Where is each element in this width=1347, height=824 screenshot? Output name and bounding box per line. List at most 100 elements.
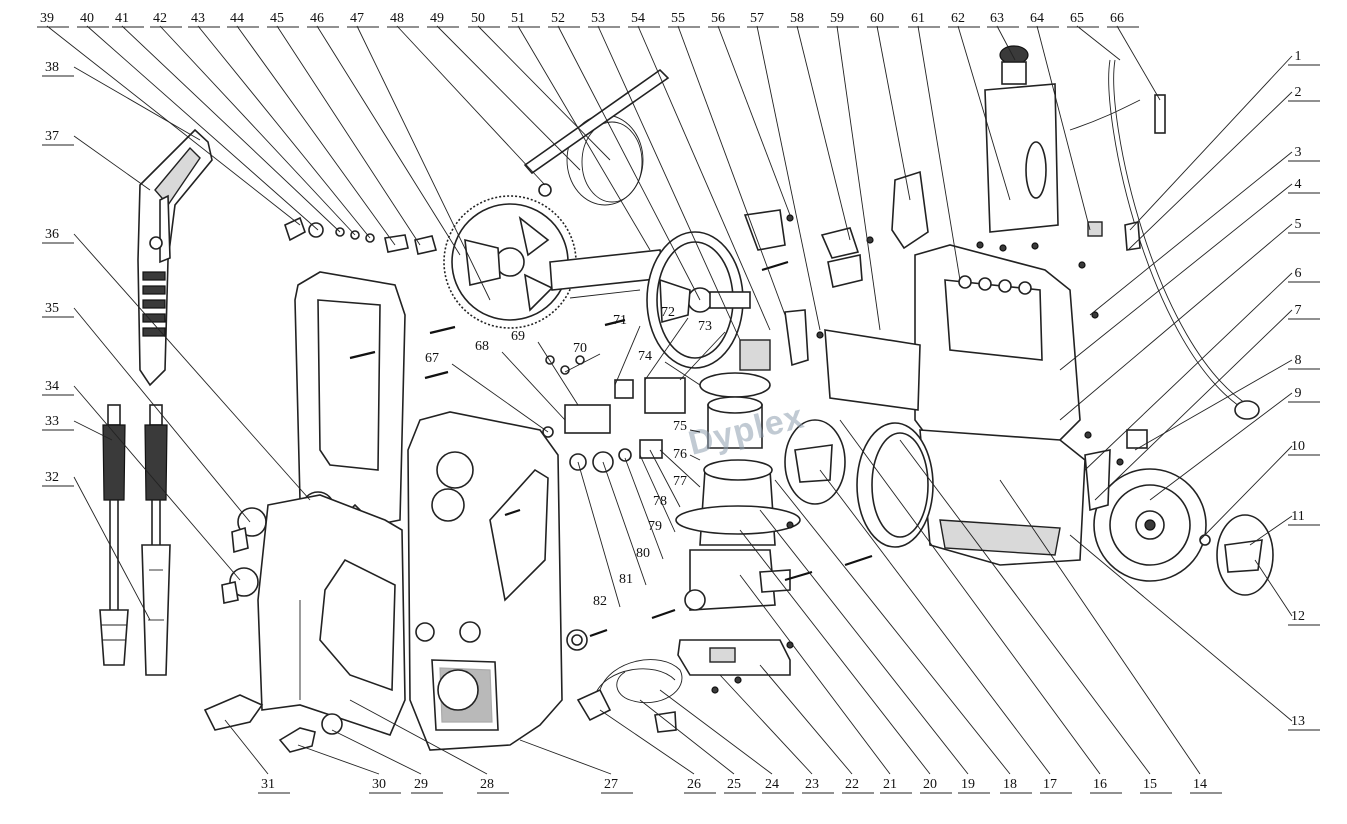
leader-80 — [624, 457, 664, 560]
callout-74: 74 — [638, 349, 652, 364]
callout-32: 32 — [45, 470, 59, 485]
callout-62: 62 — [951, 11, 965, 26]
leader-21 — [739, 574, 891, 775]
leader-71 — [614, 325, 641, 386]
leader-46 — [316, 25, 461, 256]
assembly-dashes — [349, 260, 873, 638]
inlet-seal — [566, 629, 588, 651]
callout-48: 48 — [390, 11, 404, 26]
callout-60: 60 — [870, 11, 884, 26]
reel-brackets — [739, 209, 863, 371]
leader-48 — [396, 25, 546, 186]
clip-and-adapter — [203, 694, 343, 753]
leader-47 — [356, 25, 491, 301]
leader-68 — [501, 351, 566, 421]
callout-33: 33 — [45, 414, 59, 429]
callout-28: 28 — [480, 777, 494, 792]
callout-36: 36 — [45, 227, 59, 242]
callout-24: 24 — [765, 777, 779, 792]
callout-27: 27 — [604, 777, 618, 792]
lance-right — [141, 404, 171, 676]
leader-5 — [1059, 223, 1293, 421]
leader-1 — [1129, 55, 1293, 231]
callout-7: 7 — [1295, 303, 1302, 318]
callout-23: 23 — [805, 777, 819, 792]
leader-67 — [451, 363, 549, 433]
callout-21: 21 — [883, 777, 897, 792]
callout-11: 11 — [1291, 509, 1304, 524]
leader-34 — [73, 385, 241, 581]
callout-63: 63 — [990, 11, 1004, 26]
wheel-right — [1093, 468, 1207, 582]
callout-1: 1 — [1295, 49, 1302, 64]
callout-10: 10 — [1291, 439, 1305, 454]
callout-8: 8 — [1295, 353, 1302, 368]
leader-24 — [659, 689, 773, 775]
wheel-cap — [1199, 514, 1274, 596]
leader-37 — [73, 135, 151, 191]
leader-58 — [796, 25, 851, 241]
leader-73 — [679, 331, 726, 381]
callout-61: 61 — [911, 11, 925, 26]
leader-26 — [599, 709, 695, 775]
callout-16: 16 — [1093, 777, 1107, 792]
callout-31: 31 — [261, 777, 275, 792]
callout-3: 3 — [1295, 145, 1302, 160]
callout-25: 25 — [727, 777, 741, 792]
callout-4: 4 — [1295, 177, 1302, 192]
leader-38 — [73, 66, 201, 141]
handle-clip — [891, 170, 929, 250]
leader-57 — [756, 25, 821, 331]
power-cable — [576, 659, 683, 733]
callout-17: 17 — [1043, 777, 1057, 792]
leader-76 — [689, 454, 701, 461]
leader-49 — [436, 25, 581, 171]
callout-40: 40 — [80, 11, 94, 26]
leader-19 — [759, 509, 969, 775]
leader-32 — [73, 476, 151, 621]
spray-gun — [137, 128, 213, 387]
leader-79 — [639, 454, 676, 533]
callout-45: 45 — [270, 11, 284, 26]
hose-reel-left — [443, 195, 577, 329]
callout-68: 68 — [475, 339, 489, 354]
motor-filter — [699, 372, 771, 449]
callout-58: 58 — [790, 11, 804, 26]
callout-29: 29 — [414, 777, 428, 792]
front-housing — [407, 411, 563, 751]
callout-80: 80 — [636, 546, 650, 561]
leader-20 — [739, 529, 931, 775]
callout-6: 6 — [1295, 266, 1302, 281]
leader-77 — [659, 449, 701, 488]
callout-26: 26 — [687, 777, 701, 792]
callout-9: 9 — [1295, 386, 1302, 401]
callout-56: 56 — [711, 11, 725, 26]
base-chassis — [919, 429, 1086, 566]
motor-pump-assembly — [675, 459, 801, 611]
callout-34: 34 — [45, 379, 59, 394]
callout-67: 67 — [425, 351, 439, 366]
leader-41 — [121, 25, 341, 233]
leader-44 — [236, 25, 396, 246]
leader-lines — [37, 25, 1320, 794]
leader-11 — [1249, 515, 1293, 546]
leader-39 — [46, 25, 301, 226]
leader-62 — [957, 25, 1011, 201]
leader-2 — [1127, 91, 1293, 251]
leader-45 — [276, 25, 421, 246]
leader-51 — [517, 25, 651, 251]
leader-72 — [644, 317, 689, 381]
callout-78: 78 — [653, 494, 667, 509]
callout-12: 12 — [1291, 609, 1305, 624]
callout-22: 22 — [845, 777, 859, 792]
callout-13: 13 — [1291, 714, 1305, 729]
callout-69: 69 — [511, 329, 525, 344]
accessory-hooks — [221, 507, 267, 604]
callout-41: 41 — [115, 11, 129, 26]
leader-43 — [197, 25, 371, 239]
detergent-tank — [984, 45, 1059, 233]
leader-75 — [689, 429, 701, 433]
callout-70: 70 — [573, 341, 587, 356]
leader-66 — [1116, 25, 1161, 101]
callout-81: 81 — [619, 572, 633, 587]
